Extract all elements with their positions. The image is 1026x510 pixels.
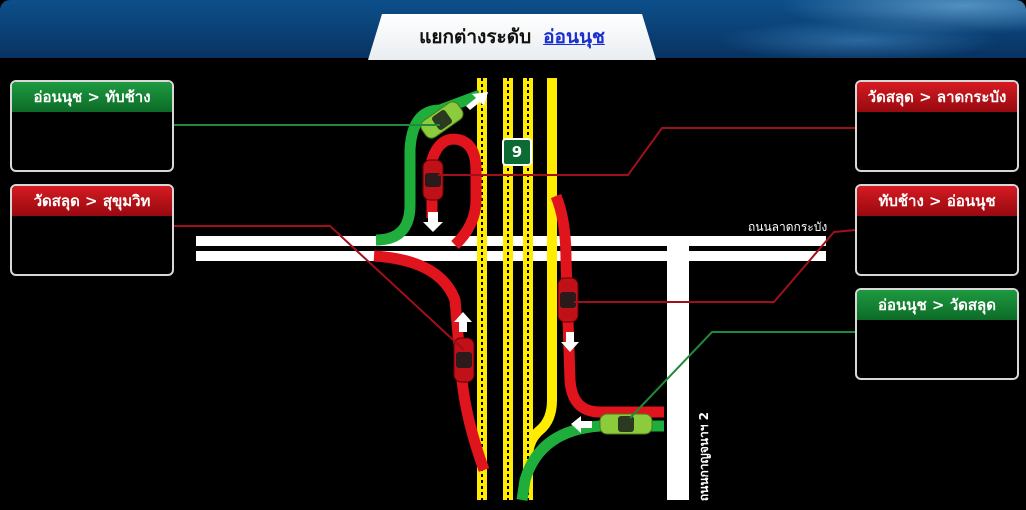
page-title: แยกต่างระดับ	[419, 26, 532, 48]
arrow-icons	[423, 92, 592, 433]
road-label-kanchanaphisek: ถนนกาญจนาฯ 2	[697, 412, 711, 502]
ramp-onnut-watsalut	[516, 420, 664, 501]
car-red-loop	[422, 159, 444, 201]
arrow-down-icon	[423, 212, 443, 232]
road-label-lat-krabang: ถนนลาดกระบัง	[748, 220, 828, 234]
legend-thapchang-onnut: ทับช้าง > อ่อนนุช	[855, 184, 1019, 276]
legend-watsalut-latkrabang: วัดสลุด > ลาดกระบัง	[855, 80, 1019, 172]
legend-label: อ่อนนุช > วัดสลุด	[857, 290, 1017, 320]
leader-lines	[172, 124, 857, 419]
car-red-sukhumvit	[453, 337, 475, 383]
car-red-onnut	[557, 277, 579, 323]
highway-lane-dividers	[481, 78, 529, 500]
legend-onnut-thapchang: อ่อนนุช > ทับช้าง	[10, 80, 174, 172]
route-badge-9: 9	[502, 138, 532, 166]
legend-label: วัดสลุด > สุขุมวิท	[12, 186, 172, 216]
ramp-watsalut-latkrabang	[426, 133, 482, 249]
legend-label: วัดสลุด > ลาดกระบัง	[857, 82, 1017, 112]
page-title-location: อ่อนนุช	[543, 26, 605, 48]
leader-watsalut-latkrabang	[438, 127, 856, 176]
title-tab: แยกต่างระดับ อ่อนนุช	[368, 14, 656, 60]
arrow-up-right-icon	[466, 92, 488, 110]
arrow-up-icon	[454, 312, 472, 332]
arrow-down-icon	[561, 332, 579, 352]
leader-thapchang-onnut	[574, 229, 857, 303]
legend-watsalut-sukhumvit: วัดสลุด > สุขุมวิท	[10, 184, 174, 276]
ramp-watsalut-sukhumvit	[373, 250, 490, 472]
car-green-bottom	[599, 413, 653, 435]
legend-label: ทับช้าง > อ่อนนุช	[857, 186, 1017, 216]
leader-onnut-watsalut	[629, 331, 856, 419]
legend-onnut-watsalut: อ่อนนุช > วัดสลุด	[855, 288, 1019, 380]
ramp-onnut-thapchang	[375, 89, 482, 246]
arrow-left-icon	[571, 416, 592, 433]
road-kanchanaphisek	[667, 246, 689, 500]
leader-watsalut-sukhumvit	[172, 225, 465, 351]
legend-label: อ่อนนุช > ทับช้าง	[12, 82, 172, 112]
header-decoration	[606, 0, 1026, 58]
